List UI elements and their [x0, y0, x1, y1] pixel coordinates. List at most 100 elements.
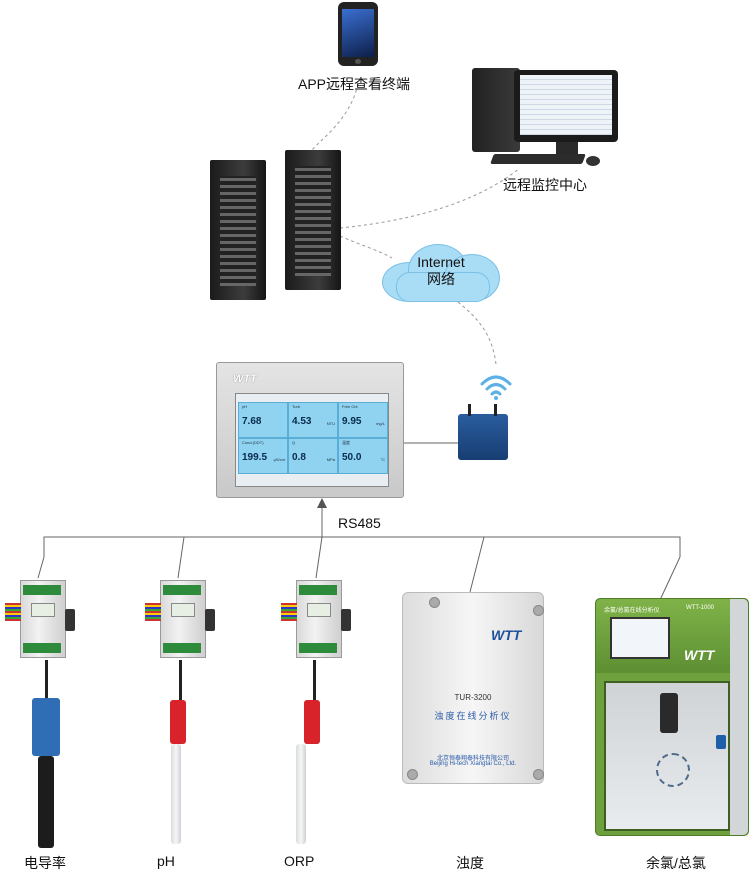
phone-screen [342, 9, 374, 57]
analyzer-pump [660, 693, 678, 733]
label-ph: pH [157, 853, 175, 869]
wireless-router [458, 404, 508, 460]
enclosure-screw [533, 605, 544, 616]
analyzer-model: WTT-1000 [686, 605, 715, 611]
monitor-stand [556, 142, 578, 154]
label-turbidity: 浊度 [456, 855, 484, 871]
terminal-block [299, 585, 337, 595]
module-conductivity [5, 580, 75, 658]
module-display [171, 603, 195, 617]
analyzer-title: 余氯/总氯在线分析仪 [604, 608, 660, 614]
server-rack-right [285, 150, 341, 290]
dashed-link-router [457, 301, 497, 365]
dashed-link-cloud [339, 235, 393, 259]
pc-tower [472, 68, 520, 152]
label-chlorine: 余氯/总氯 [646, 855, 706, 871]
bus-drop-orp [315, 536, 323, 579]
analyzer-display [610, 617, 670, 659]
probe-ph-glass [171, 744, 181, 844]
rs485-bus [43, 536, 681, 557]
terminal-block [23, 585, 61, 595]
wifi-arc-large [480, 375, 512, 386]
terminal-block [163, 643, 201, 653]
smartphone [338, 2, 378, 66]
module-display [31, 603, 55, 617]
analyzer-flow-cell [656, 753, 690, 787]
probe-orp-cap [304, 700, 320, 744]
module-display [307, 603, 331, 617]
enclosure-screw [533, 769, 544, 780]
phone-home-button [355, 59, 361, 64]
hmi-logo: WTT [233, 373, 257, 385]
probe-ph-cap [170, 700, 186, 744]
module-wires [145, 603, 161, 621]
server-rack-left [210, 160, 266, 300]
dashed-link-pc [339, 167, 521, 229]
internet-cloud: Internet 网络 [382, 240, 500, 302]
module-orp [281, 580, 351, 658]
label-conductivity: 电导率 [24, 855, 66, 871]
terminal-block [299, 643, 337, 653]
router-antenna [468, 404, 471, 416]
wifi-dot [494, 396, 498, 400]
bus-drop-chlorine [659, 556, 681, 601]
turbidity-model: TUR-3200 [454, 693, 492, 702]
module-connector [65, 609, 75, 631]
pc-screen [520, 75, 612, 135]
enclosure-screw [429, 597, 440, 608]
wifi-arc-medium [485, 383, 507, 391]
turbidity-company-cn: 北京恒泰翔泰科技有限公司 [436, 756, 509, 762]
server-slots [295, 166, 331, 276]
enclosure-screw [407, 769, 418, 780]
terminal-block [23, 643, 61, 653]
module-connector [205, 609, 215, 631]
bus-drop-cond [37, 556, 45, 579]
bus-arrow [317, 498, 327, 508]
label-rs485: RS485 [338, 515, 381, 531]
turbidity-name: 浊度在线分析仪 [434, 711, 512, 721]
bus-drop-turb [469, 536, 485, 593]
probe-cable [45, 660, 48, 700]
probe-orp-glass [296, 744, 306, 844]
label-remote-center: 远程监控中心 [503, 177, 587, 193]
label-app-terminal: APP远程查看终端 [298, 76, 411, 92]
analyzer-side-panel [730, 599, 748, 835]
dashed-link-phone [311, 83, 359, 151]
analyzer-lock [716, 735, 726, 749]
label-internet-cn: 网络 [427, 271, 455, 287]
probe-conductivity-head [32, 698, 60, 756]
label-internet-en: Internet [417, 254, 465, 270]
analyzer-header: 余氯/总氯在线分析仪 WTT-1000 WTT [596, 599, 748, 673]
turbidity-logo: WTT [491, 627, 522, 643]
cloud-label: Internet 网络 [382, 254, 500, 288]
analyzer-window [604, 681, 730, 831]
label-orp: ORP [284, 853, 315, 869]
module-ph [145, 580, 215, 658]
module-wires [5, 603, 21, 621]
cloud-base [396, 272, 490, 302]
turbidity-company-en: Beijing Hi-tech Xiangtai Co., Ltd. [429, 761, 517, 767]
probe-cable [313, 660, 316, 702]
wifi-arc-small [490, 390, 502, 396]
keyboard [490, 154, 586, 164]
mouse [586, 156, 600, 166]
router-antenna [494, 404, 497, 416]
server-slots [220, 176, 256, 286]
probe-conductivity-body [38, 756, 54, 848]
bus-drop-ph [177, 536, 185, 579]
module-connector [341, 609, 351, 631]
turbidity-analyzer: WTT TUR-3200 浊度在线分析仪 北京恒泰翔泰科技有限公司 Beijin… [402, 592, 544, 784]
analyzer-logo: WTT [684, 647, 715, 663]
terminal-block [163, 585, 201, 595]
module-wires [281, 603, 297, 621]
chlorine-analyzer: 余氯/总氯在线分析仪 WTT-1000 WTT [595, 598, 749, 836]
pc-monitor [514, 70, 618, 142]
